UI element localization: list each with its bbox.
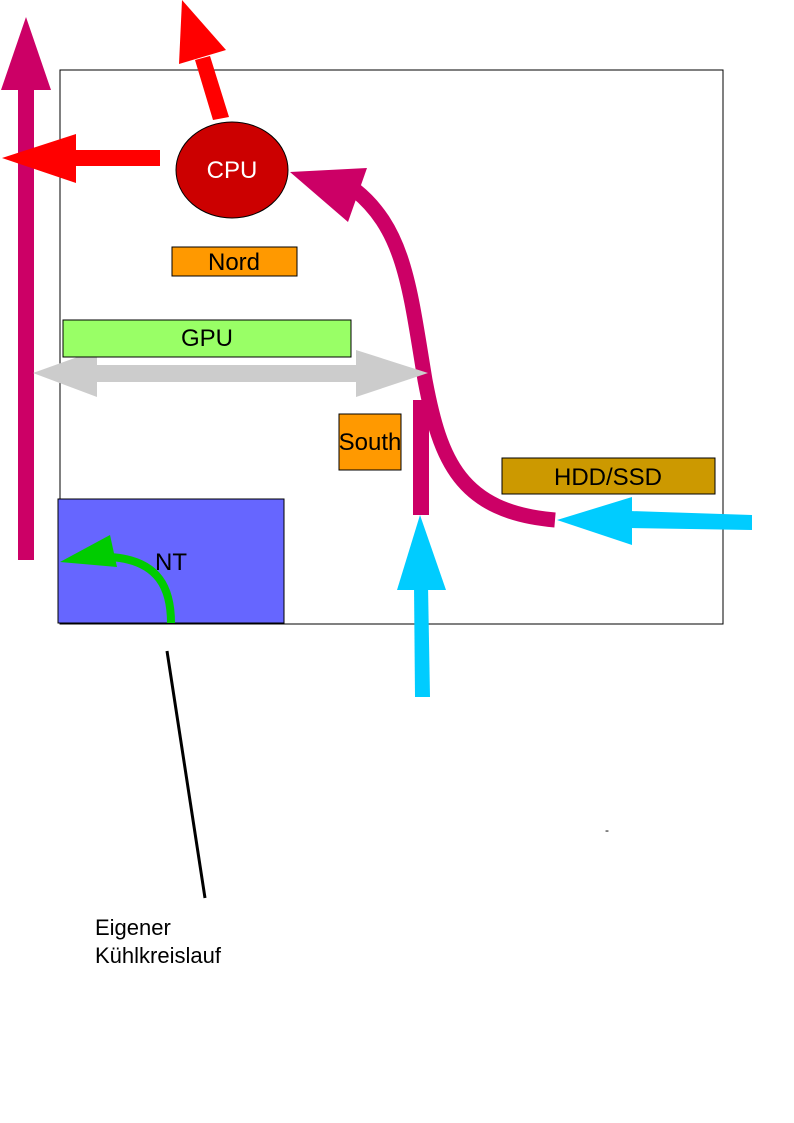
intake-to-cpu-arrow (290, 168, 556, 528)
stray-mark: - (605, 823, 609, 837)
psu-loop-arrow (109, 553, 175, 624)
southbridge-label: South (339, 429, 402, 456)
gpu-label: GPU (181, 325, 233, 352)
gpu: GPU (62, 319, 352, 358)
cpu-exhaust-up-arrow (179, 0, 229, 120)
annotation-caption: Eigener Kühlkreislauf (95, 914, 221, 970)
storage-label: HDD/SSD (554, 464, 662, 491)
storage-drive: HDD/SSD (501, 457, 716, 495)
cpu-exhaust-left-arrow (2, 134, 160, 183)
bottom-intake-arrow (397, 515, 446, 697)
cpu: CPU (175, 121, 289, 219)
northbridge-label: Nord (208, 249, 260, 276)
rear-exhaust-arrow (1, 17, 51, 560)
annotation-leader-line (165, 650, 207, 899)
power-supply: NT (57, 498, 285, 624)
cpu-label: CPU (207, 157, 258, 184)
case-outline (59, 69, 724, 625)
power-supply-label: NT (155, 549, 187, 576)
front-intake-arrow (557, 497, 752, 545)
northbridge: Nord (171, 246, 298, 277)
southbridge: South (338, 413, 402, 471)
annotation-line-2: Kühlkreislauf (95, 943, 221, 968)
annotation-line-1: Eigener (95, 915, 171, 940)
gpu-airflow-arrow (33, 350, 428, 397)
